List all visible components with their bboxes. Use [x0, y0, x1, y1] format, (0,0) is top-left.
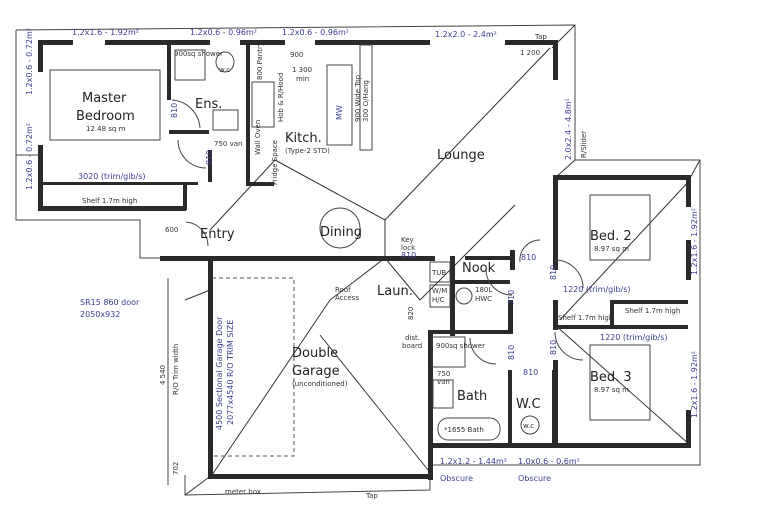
- room-label-wc: W.C: [516, 397, 541, 412]
- room-label-master: Master: [82, 91, 127, 106]
- kitchen-type: (Type-2 STD): [285, 147, 330, 155]
- bath-size: *1655 Bath: [444, 426, 484, 434]
- dimension: 600: [165, 226, 178, 234]
- shower-note: 900sq shower: [436, 342, 485, 350]
- wide-top-note: 900 Wide Top: [354, 74, 362, 122]
- window-label: 2.0x2.4 - 4.8m²: [564, 98, 573, 160]
- room-label-master: Bedroom: [76, 109, 135, 124]
- roof-access-label: Roof: [335, 286, 351, 294]
- dimension: 820: [407, 307, 415, 320]
- room-area-bed2: 8.97 sq m: [594, 245, 629, 253]
- room-label-bath: Bath: [457, 389, 487, 404]
- dimension: 900: [290, 51, 303, 59]
- roof-access-label: Access: [335, 294, 359, 302]
- wall-oven-note: Wall Oven: [254, 120, 262, 155]
- meter-box-label: meter box: [225, 488, 261, 496]
- window-label: 1.2x1.6 - 1.92m²: [690, 208, 699, 275]
- dimension: min: [296, 75, 309, 83]
- window-label: 1.2x1.6 - 1.92m²: [690, 351, 699, 418]
- tap-label: Tap: [534, 33, 547, 41]
- keylock-note: lock: [401, 244, 416, 252]
- door-width: 810: [549, 265, 558, 280]
- dimension: 4 540: [159, 365, 167, 385]
- garage-note: (unconditioned): [292, 380, 348, 388]
- fixtures: [49, 44, 651, 441]
- window-label: 1.2x0.6 - 0.72m²: [25, 123, 34, 190]
- vanity-note: van: [437, 378, 450, 386]
- shelf-note: Shelf 1.7m high: [82, 197, 137, 205]
- dist-board-label: dist.: [405, 334, 420, 342]
- walls: [38, 40, 691, 480]
- garage-door-note: 2077x4540 R/O TRIM SIZE: [226, 320, 235, 425]
- window-label: 1.2x2.0 - 2.4m²: [435, 30, 497, 39]
- door-width: 810: [401, 251, 416, 260]
- dimension: 1 300: [292, 66, 312, 74]
- obscure-label: Obscure: [440, 474, 473, 483]
- room-area-master: 12.48 sq m: [86, 125, 126, 133]
- hwc-label: HWC: [475, 295, 492, 303]
- window-label: 1.2x1.6 - 1.92m²: [72, 28, 139, 37]
- room-label-lounge: Lounge: [437, 148, 485, 163]
- tub-label: TUB: [431, 269, 446, 277]
- dimension: 702: [172, 462, 180, 475]
- door-width: 710: [507, 290, 516, 305]
- room-label-laundry: Laun.: [377, 284, 413, 299]
- window-label: 1.0x0.6 - 0.6m²: [518, 457, 580, 466]
- wardrobe-note: 3020 (trim/gib/s): [78, 172, 146, 181]
- room-label-nook: Nook: [462, 261, 496, 276]
- tap-label: Tap: [365, 492, 378, 500]
- room-label-ensuite: Ens.: [195, 97, 222, 112]
- vanity-note: 750 van: [214, 140, 242, 148]
- wardrobe-note: 1220 (trim/gib/s): [563, 285, 631, 294]
- washing-machine-label: H/C: [432, 296, 445, 304]
- window-label: 1.2x0.6 - 0.96m²: [282, 28, 349, 37]
- room-label-garage: Double: [292, 346, 338, 361]
- door-width: 810: [523, 368, 538, 377]
- room-label-bed2: Bed. 2: [590, 229, 632, 244]
- door-width: 810: [521, 253, 536, 262]
- vanity-note: 750: [437, 370, 450, 378]
- room-label-bed3: Bed. 3: [590, 370, 632, 385]
- window-label: 1.2x0.6 - 0.96m²: [190, 28, 257, 37]
- room-area-bed3: 8.97 sq m: [594, 386, 629, 394]
- door-note: 2050x932: [80, 310, 120, 319]
- microwave-label: MW: [335, 105, 344, 120]
- door-width: 810: [549, 340, 558, 355]
- pantry-note: 800 Pantry: [256, 42, 264, 80]
- hwc-label: 180L: [475, 286, 492, 294]
- shower-note: 900sq shower: [174, 50, 223, 58]
- door-width: 810: [170, 103, 179, 118]
- window-label: 1.2x1.2 - 1.44m²: [440, 457, 507, 466]
- eave-lines: [15, 24, 701, 496]
- overhang-note: 300 O/Hang: [362, 80, 370, 122]
- trim-note: R/O Trim width: [172, 344, 180, 395]
- door-width: 810: [507, 345, 516, 360]
- shelf-note: Shelf 1.7m high: [558, 314, 613, 322]
- slider-label: R/Slider: [580, 131, 588, 158]
- shelf-note: Shelf 1.7m high: [625, 307, 680, 315]
- door-swings: [171, 99, 584, 365]
- dimension: 1 200: [520, 49, 540, 57]
- window-label: 1.2x0.6 - 0.72m²: [25, 28, 34, 95]
- hob-note: Hob & R/Hood: [277, 73, 285, 122]
- room-label-garage: Garage: [292, 364, 340, 379]
- dist-board-label: board: [402, 342, 422, 350]
- wc-note: w.c: [523, 422, 534, 430]
- obscure-label: Obscure: [518, 474, 551, 483]
- fridge-note: Fridge Space: [271, 140, 279, 185]
- wardrobe-note: 1220 (trim/gib/s): [600, 333, 668, 342]
- room-label-kitchen: Kitch.: [285, 131, 322, 146]
- garage-door-outline: [211, 277, 295, 457]
- washing-machine-label: W/M: [432, 287, 447, 295]
- door-width: 810: [205, 150, 214, 165]
- door-note: SR15 860 door: [80, 298, 140, 307]
- garage-door-note: 4500 Sectional Garage Door: [215, 316, 224, 430]
- room-label-entry: Entry: [200, 227, 235, 242]
- room-label-dining: Dining: [320, 225, 362, 240]
- wc-note: w.c: [219, 66, 230, 74]
- keylock-note: Key: [401, 236, 414, 244]
- roof-lines: [184, 24, 701, 496]
